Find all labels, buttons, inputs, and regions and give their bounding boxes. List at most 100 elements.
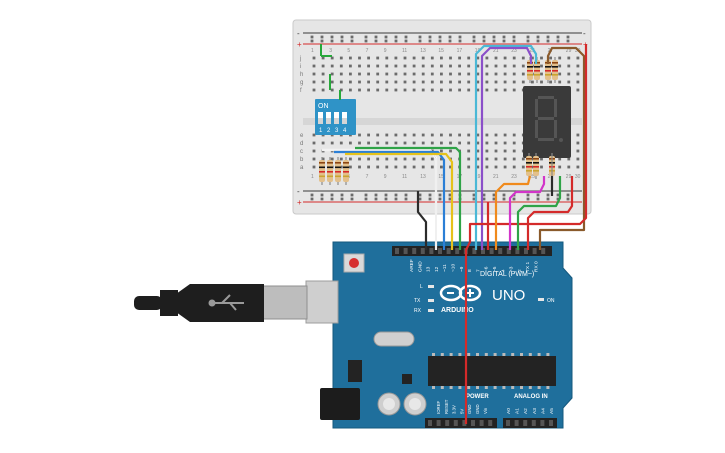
power-pin-label: IOREF	[436, 400, 441, 414]
green-jumpers	[320, 44, 341, 100]
digital-header-label: DIGITAL (PWM~)	[480, 271, 534, 278]
digital-header-pins	[395, 248, 546, 254]
column-number: 25	[529, 48, 535, 54]
column-number: 15	[438, 174, 444, 180]
column-number: 23	[511, 48, 517, 54]
row-letter: g	[300, 80, 303, 86]
column-number: 9	[384, 48, 387, 54]
column-number: 19	[475, 174, 481, 180]
column-number: 21	[493, 48, 499, 54]
brand-label: ARDUINO	[441, 307, 474, 314]
dip-number-3: 3	[335, 128, 339, 134]
resistor[interactable]	[533, 153, 539, 179]
crystal	[373, 331, 415, 347]
rail-plus-bottom: +	[297, 198, 302, 207]
column-number: 27	[548, 174, 554, 180]
power-pin-label: GND	[475, 404, 480, 414]
wire-yellow	[345, 152, 454, 250]
wire-cyan	[474, 44, 538, 250]
power-jack[interactable]	[320, 388, 360, 420]
wire-green-low	[516, 176, 562, 250]
column-number: 21	[493, 174, 499, 180]
rail-plus-top: +	[297, 40, 302, 49]
power-header-pins	[428, 420, 553, 426]
rail-minus-top-right: -	[583, 29, 586, 38]
segments	[535, 96, 563, 142]
resistor[interactable]	[327, 157, 333, 185]
dip-toggle-knob	[334, 118, 339, 124]
resistor[interactable]	[319, 157, 325, 185]
column-number: 5	[347, 48, 350, 54]
digital-pin-label: 13	[426, 266, 432, 272]
resistors-bottom[interactable]	[526, 153, 555, 179]
analog-header-label: ANALOG IN	[514, 394, 548, 400]
column-number: 3	[329, 48, 332, 54]
row-letter: f	[300, 88, 302, 94]
seven-segment-display[interactable]	[523, 86, 571, 158]
resistor[interactable]	[343, 157, 349, 185]
column-number: 13	[420, 48, 426, 54]
wire-orange	[494, 175, 532, 250]
column-number: 29	[566, 48, 572, 54]
power-pin-label: RESET	[444, 399, 449, 414]
column-number: 23	[511, 174, 517, 180]
rx-label: RX	[414, 308, 422, 314]
usb-icon	[208, 294, 244, 311]
column-number: 7	[366, 48, 369, 54]
digital-pin-label: RX 0	[534, 261, 540, 272]
power-pin-label: GND	[467, 404, 472, 414]
digital-pin-label: AREF	[409, 259, 415, 272]
column-number: 29	[566, 174, 572, 180]
wires[interactable]	[322, 44, 588, 424]
resistor[interactable]	[526, 153, 532, 179]
row-letter: b	[300, 157, 304, 163]
row-letter: d	[300, 141, 303, 147]
column-number: 13	[420, 174, 426, 180]
column-number: 9	[384, 174, 387, 180]
digital-pin-label: 12	[434, 266, 440, 272]
usb-connector[interactable]	[134, 280, 339, 324]
analog-pin-label: A4	[540, 408, 546, 414]
column-number: 25	[529, 174, 535, 180]
dip-toggles[interactable]	[318, 112, 347, 124]
row-letter: a	[300, 165, 304, 171]
column-number: 1	[311, 174, 314, 180]
chip-pins	[432, 353, 550, 389]
dip-toggle-knob	[326, 118, 331, 124]
digital-pin-label: ~9	[459, 266, 465, 272]
wire-blue	[334, 150, 446, 250]
wire-brown	[538, 46, 586, 250]
row-letter: e	[300, 133, 304, 139]
rail-minus-top: -	[297, 29, 300, 38]
wire-red-pin	[526, 176, 574, 250]
resistor[interactable]	[552, 57, 558, 83]
digital-pin-label: 4	[500, 269, 506, 272]
resistors-left[interactable]	[319, 157, 349, 185]
column-number: 1	[311, 48, 314, 54]
column-number: 15	[438, 48, 444, 54]
atmega-chip	[428, 356, 556, 386]
row-letter: j	[299, 56, 301, 62]
digital-pin-label: GND	[417, 261, 423, 272]
tx-label: TX	[414, 298, 421, 304]
row-letter: h	[300, 72, 303, 78]
resistor[interactable]	[335, 157, 341, 185]
dip-toggle-knob	[342, 118, 347, 124]
digital-pin-label: ~6	[484, 266, 490, 272]
dip-number-4: 4	[343, 128, 347, 134]
l-led-label: L	[420, 284, 423, 290]
rail-minus-bottom: -	[297, 187, 300, 196]
dip-on-label: ON	[318, 103, 329, 110]
dip-switch[interactable]: ON 1 2 3 4	[315, 99, 356, 135]
digital-pin-label: 8	[467, 269, 473, 272]
column-number: 7	[366, 174, 369, 180]
column-number: 17	[457, 48, 463, 54]
digital-pin-label: 7	[475, 269, 481, 272]
analog-pin-label: A5	[549, 408, 555, 414]
